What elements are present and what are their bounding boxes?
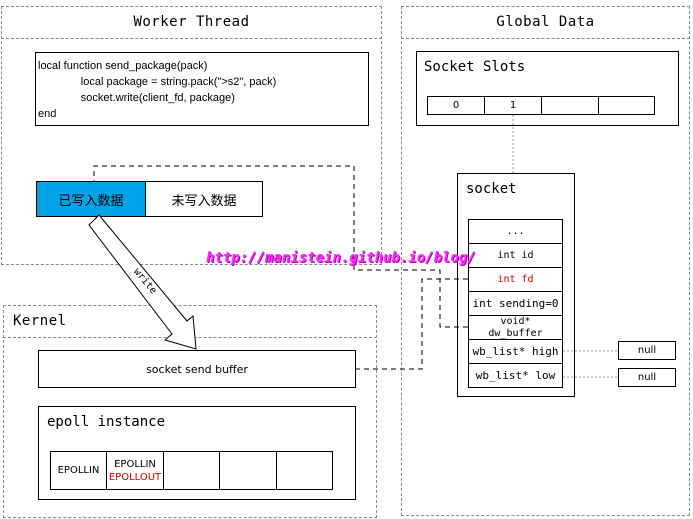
write-arrow [88,214,197,350]
null-high-box: null [618,341,676,360]
epoll-cell: EPOLLIN EPOLLOUT [106,451,164,490]
dw-buffer-pointer-line [93,165,468,328]
global-data-title: Global Data [496,14,595,30]
epoll-flag: EPOLLIN [114,458,156,470]
socket-field-sending: int sending=0 [468,291,563,316]
epoll-cell [219,451,277,490]
code-block: local function send_package(pack) local … [35,52,369,126]
socket-field-dw-buffer: void* dw_buffer [468,315,563,340]
socket-field: ... [468,219,563,244]
worker-thread-header-line [1,38,382,39]
worker-thread-title: Worker Thread [133,14,250,30]
null-low-box: null [618,368,676,387]
written-data-block: 已写入数据 [36,181,146,217]
watermark-url: http://manistein.github.io/blog/ [206,250,476,266]
code-line: local function send_package(pack) [38,60,208,72]
kernel-title: Kernel [13,313,67,329]
fd-pointer-line [356,278,468,370]
epoll-cell [276,451,333,490]
code-line: local package = string.pack(">s2", pack) [38,76,277,88]
kernel-panel [3,305,377,518]
socket-send-buffer: socket send buffer [38,350,356,388]
global-data-header-line [401,38,690,39]
epoll-cell [163,451,220,490]
socket-slot: 1 [484,96,542,115]
epoll-instance-title: epoll instance [47,414,166,430]
epoll-flag: EPOLLOUT [108,471,162,483]
code-line: socket.write(client_fd, package) [38,92,235,104]
global-data-panel [401,6,690,516]
socket-slots-title: Socket Slots [424,59,526,75]
socket-struct-title: socket [466,181,517,197]
code-line: end [38,108,57,120]
epoll-cell: EPOLLIN [50,451,107,490]
socket-field-wb-low: wb_list* low [468,363,563,388]
unwritten-data-block: 未写入数据 [145,181,263,217]
socket-slot [598,96,655,115]
worker-thread-panel [1,6,382,265]
epoll-flag: EPOLLIN [57,465,100,476]
